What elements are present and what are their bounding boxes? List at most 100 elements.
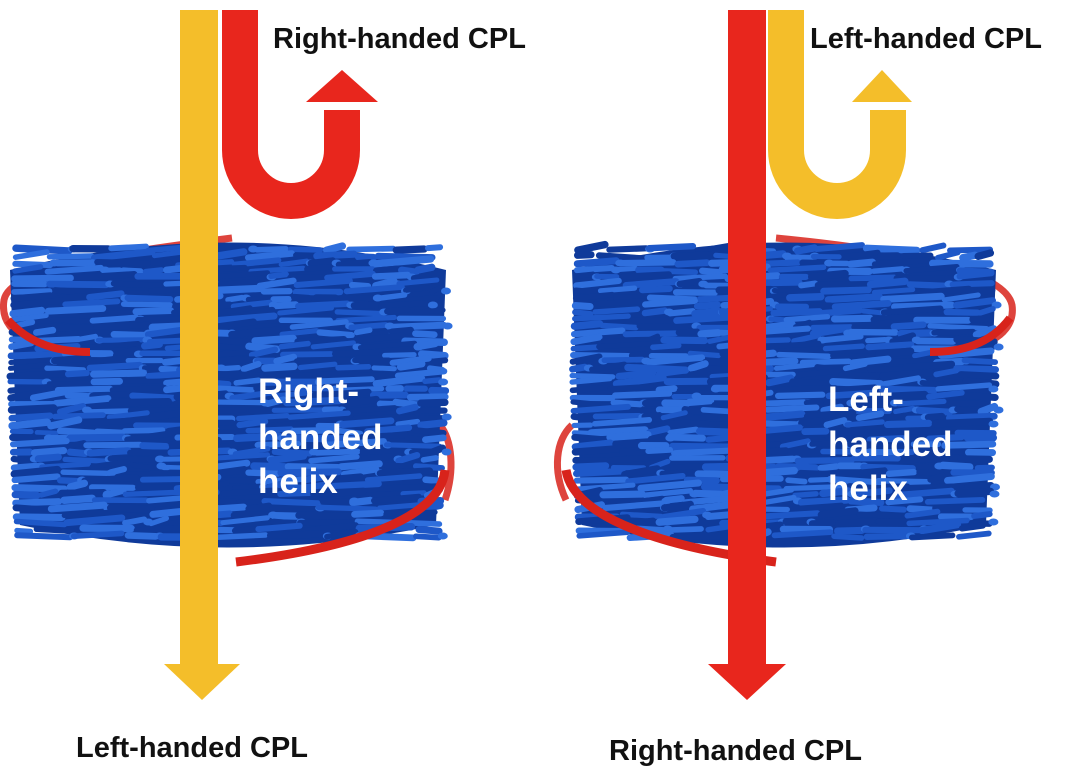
nanorod (411, 427, 447, 437)
nanorod (946, 412, 998, 422)
nanorod (278, 258, 310, 268)
nanorod (918, 520, 962, 535)
nanorod (639, 285, 673, 294)
nanorod (601, 356, 646, 364)
nanorod (676, 277, 703, 288)
nanorod (382, 352, 417, 358)
nanorod (86, 290, 125, 301)
nanorod (322, 242, 347, 254)
nanorod (776, 351, 832, 360)
nanorod (370, 493, 422, 504)
nanorod (120, 301, 173, 308)
nanorod (323, 438, 387, 449)
nanorod (866, 277, 909, 289)
nanorod (335, 363, 372, 371)
nanorod (144, 326, 185, 338)
nanorod (587, 426, 649, 437)
nanorod (636, 323, 696, 331)
nanorod (697, 519, 721, 528)
nanorod (418, 350, 449, 360)
nanorod-end (988, 385, 999, 393)
nanorod (662, 495, 685, 504)
nanorod (70, 530, 125, 540)
nanorod (337, 295, 377, 302)
nanorod (681, 406, 703, 415)
nanorod (823, 417, 848, 429)
right-transmitted-label: Right-handed CPL (609, 735, 862, 767)
nanorod (699, 267, 723, 276)
nanorod (758, 510, 821, 520)
nanorod (400, 490, 427, 497)
nanorod (953, 365, 999, 374)
nanorod-end (438, 378, 449, 386)
nanorod-end (993, 343, 1004, 351)
nanorod (572, 462, 610, 471)
nanorod (612, 390, 673, 399)
nanorod (836, 384, 879, 394)
nanorod (856, 511, 908, 520)
nanorod (414, 263, 436, 274)
nanorod (7, 383, 54, 394)
nanorod (852, 487, 893, 498)
nanorod (396, 277, 440, 287)
nanorod (879, 368, 935, 380)
nanorod (233, 377, 262, 386)
nanorod (225, 294, 245, 303)
nanorod (964, 482, 995, 491)
nanorod (283, 396, 344, 407)
nanorod (906, 505, 935, 514)
nanorod (569, 384, 610, 394)
nanorod (44, 304, 107, 315)
nanorod (593, 298, 647, 308)
nanorod (95, 337, 146, 343)
nanorod (57, 477, 82, 485)
nanorod (693, 301, 721, 310)
nanorod (337, 435, 360, 443)
nanorod (961, 357, 999, 365)
nanorod (231, 526, 259, 534)
nanorod (612, 439, 642, 448)
nanorod (893, 405, 916, 415)
nanorod (571, 444, 624, 456)
nanorod (284, 463, 342, 471)
nanorod (293, 357, 355, 365)
nanorod (889, 332, 917, 346)
nanorod (46, 253, 95, 260)
nanorod (570, 413, 595, 423)
nanorod (254, 246, 289, 253)
right-reflected-label: Left-handed CPL (810, 23, 1042, 55)
nanorod (687, 369, 708, 379)
nanorod (415, 526, 443, 535)
nanorod (570, 333, 603, 346)
nanorod (102, 487, 127, 499)
left-transmitted-arrowhead (164, 664, 240, 700)
nanorod (622, 330, 679, 338)
nanorod (339, 417, 395, 428)
nanorod (690, 413, 719, 422)
nanorod (783, 314, 831, 323)
left-helix-line-1: Right- (258, 372, 359, 411)
nanorod (64, 369, 90, 378)
nanorod (813, 242, 865, 252)
nanorod (573, 264, 615, 274)
nanorod (645, 242, 697, 252)
nanorod (691, 307, 723, 318)
nanorod (294, 336, 347, 345)
nanorod (417, 419, 448, 429)
nanorod (809, 440, 849, 447)
nanorod (94, 428, 125, 436)
nanorod (835, 518, 876, 527)
nanorod (807, 269, 849, 281)
nanorod (819, 307, 863, 317)
nanorod (348, 281, 372, 290)
left-helix-line-3: helix (258, 462, 338, 501)
nanorod (592, 306, 641, 315)
nanorod (330, 480, 382, 490)
nanorod (8, 418, 51, 430)
nanorod (674, 259, 711, 268)
nanorod (871, 287, 916, 295)
nanorod (570, 320, 604, 330)
nanorod (870, 313, 918, 323)
nanorod (283, 483, 304, 491)
nanorod (570, 399, 610, 408)
